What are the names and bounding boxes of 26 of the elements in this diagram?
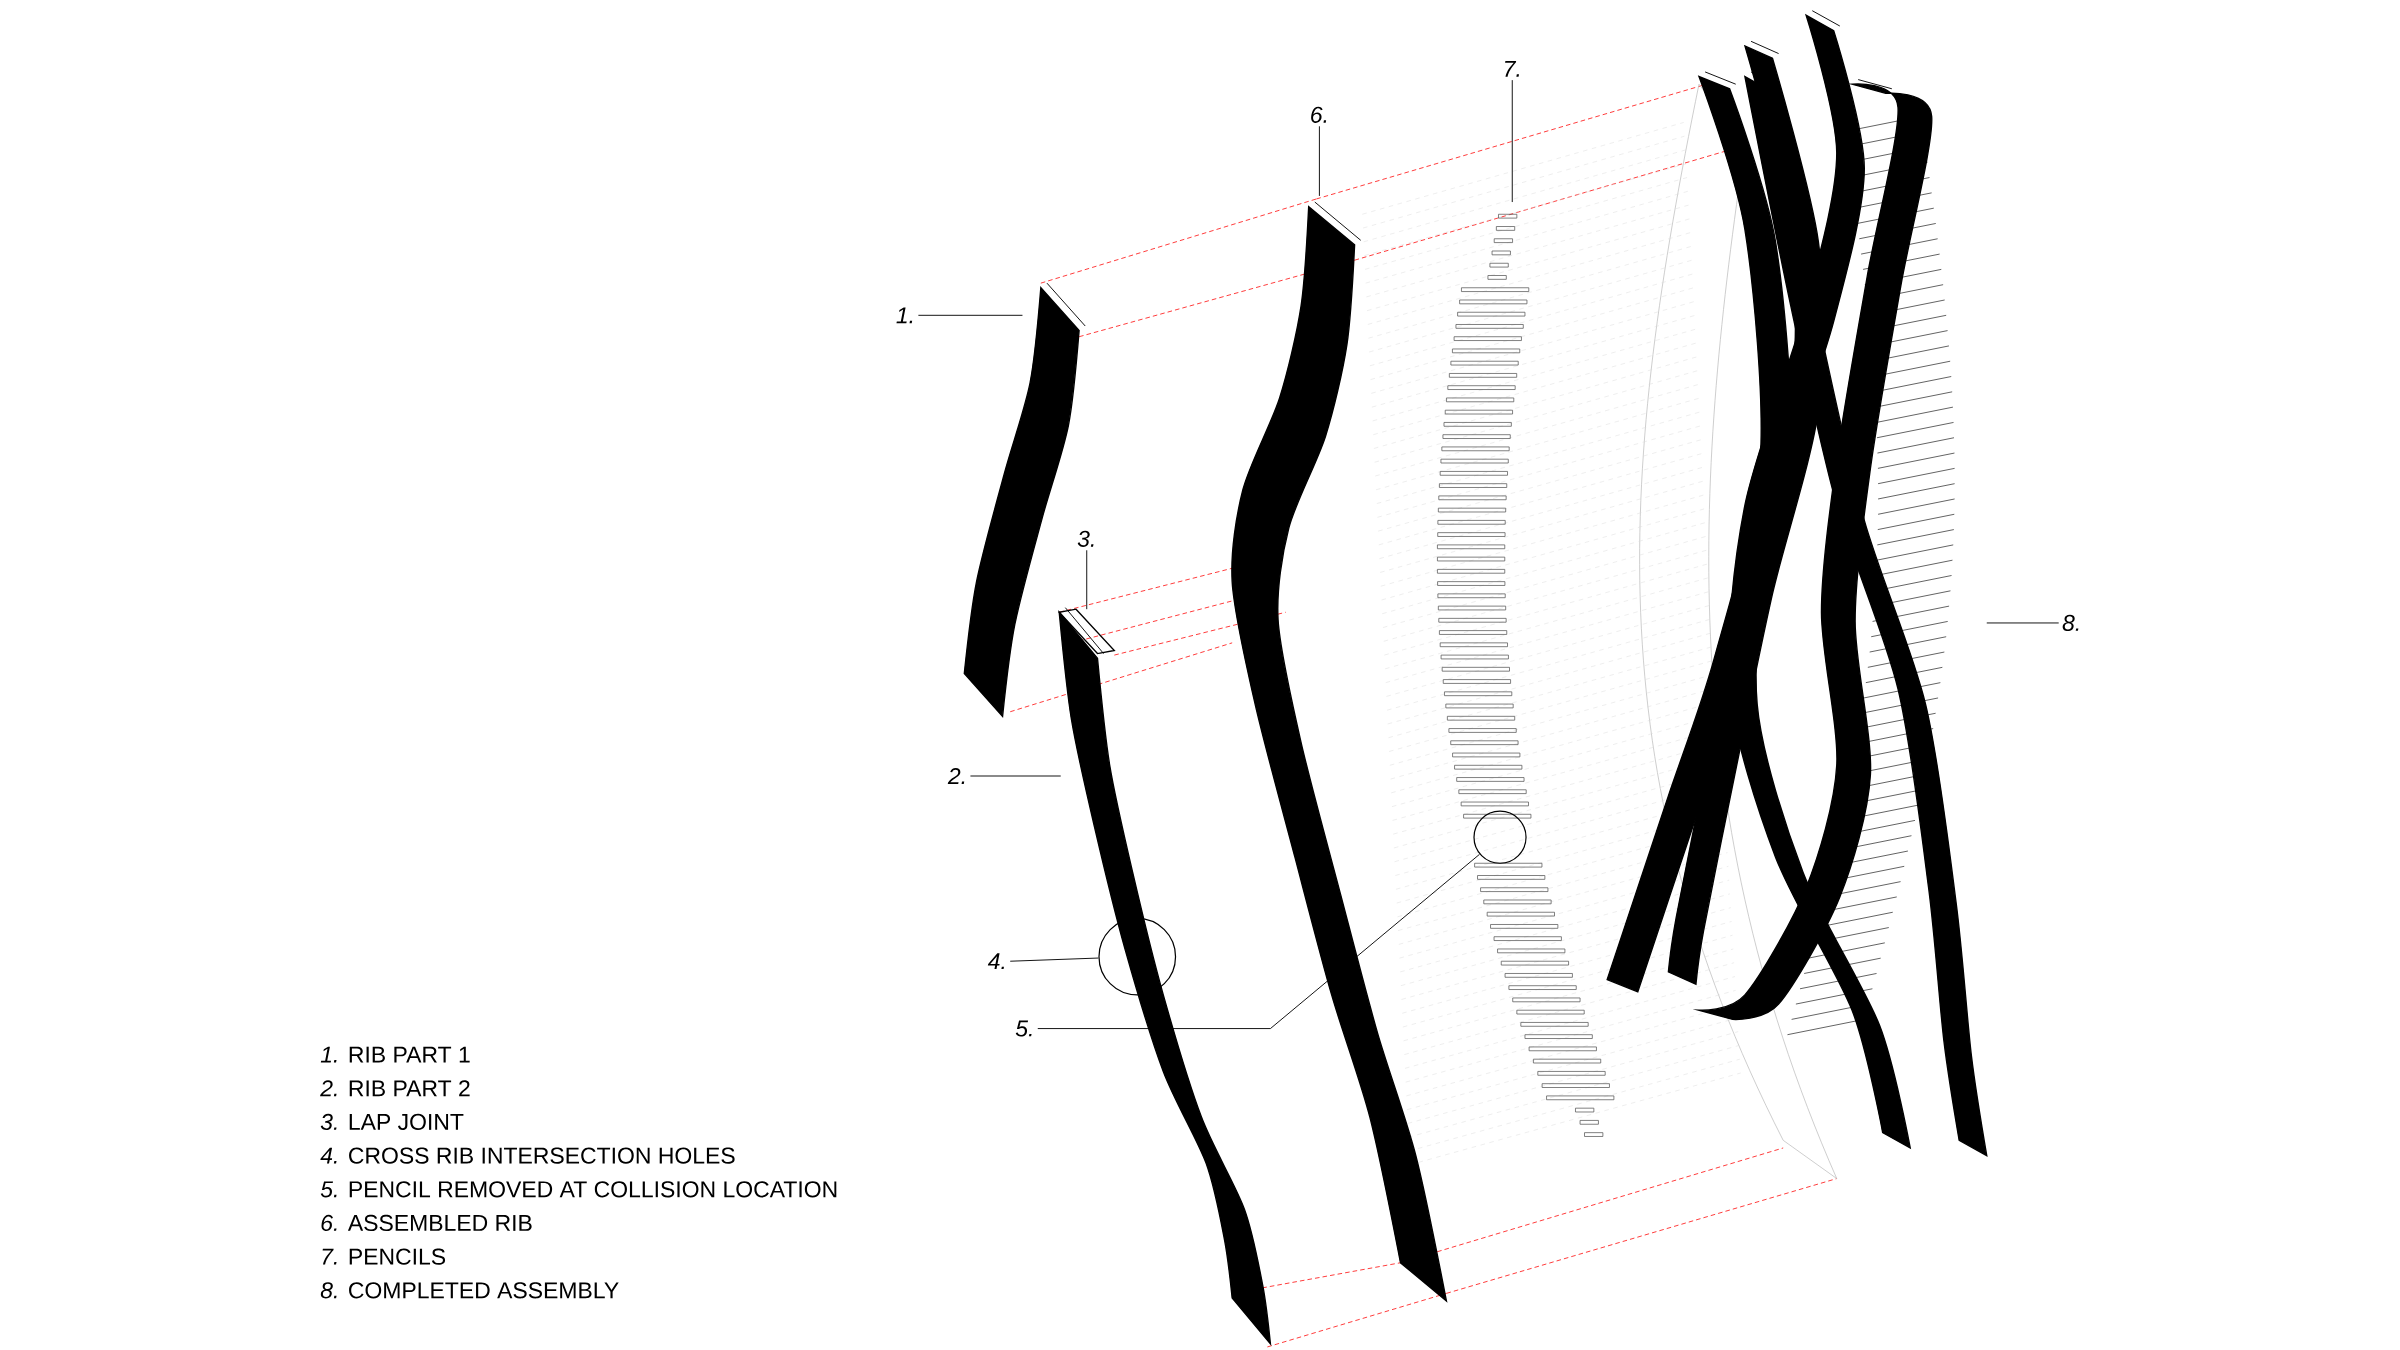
callout-number: 4. [987, 953, 1004, 970]
callout-number: 8. [2062, 614, 2079, 632]
leader-line [1986, 622, 2060, 624]
callout-number: 2. [947, 768, 965, 785]
legend-entry: 1. RIB PART 1 [320, 1046, 470, 1063]
callout-number: 3. [1077, 530, 1094, 547]
callout-number: 6. [1311, 106, 1327, 123]
leader-line [1511, 79, 1513, 203]
leader-line [1086, 549, 1088, 610]
leader-line [1009, 957, 1099, 962]
leader-line [917, 314, 1023, 316]
legend-entry: 6. ASSEMBLED RIB [321, 1214, 532, 1232]
callout-number: 7. [1505, 60, 1519, 77]
leader-line [1037, 853, 1480, 1030]
detail-circle [1098, 917, 1177, 996]
callout-number: 5. [1015, 1020, 1032, 1037]
leader-line [1318, 125, 1320, 197]
legend-entry: 3. LAP JOINT [320, 1113, 464, 1131]
legend-entry: 5. PENCIL REMOVED AT COLLISION LOCATION [320, 1181, 837, 1198]
legend-entry: 4. CROSS RIB INTERSECTION HOLES [320, 1147, 735, 1164]
leader-line [969, 775, 1062, 777]
legend-entry: 2. RIB PART 2 [320, 1080, 470, 1097]
callout-number: 1. [896, 307, 913, 324]
legend-entry: 7. PENCILS [322, 1248, 446, 1265]
detail-circle [1473, 810, 1527, 864]
legend-entry: 8. COMPLETED ASSEMBLY [320, 1282, 619, 1299]
